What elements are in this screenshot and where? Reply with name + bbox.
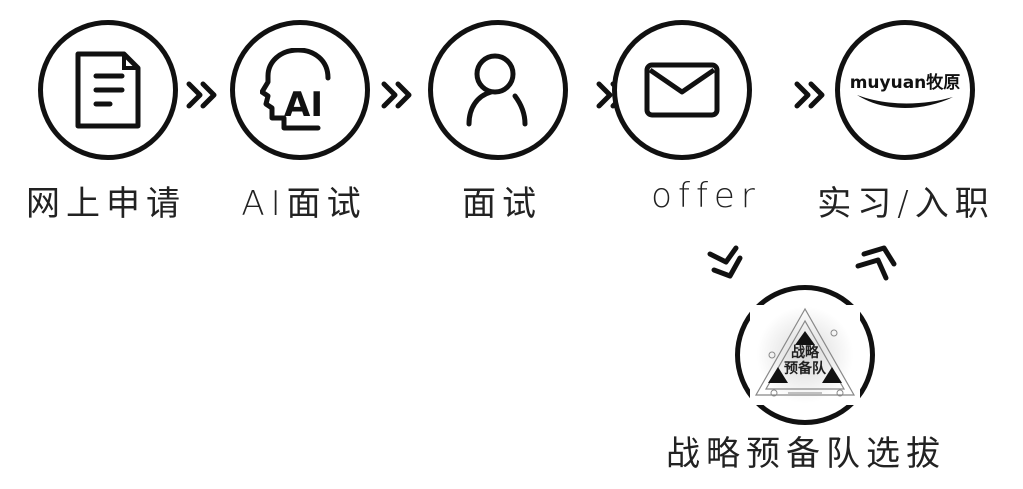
double-chevron-down-icon xyxy=(707,245,743,279)
muyuan-logo: muyuan牧原 xyxy=(849,68,961,113)
branch-label: 战略预备队选拔 xyxy=(666,434,946,474)
double-chevron-right-icon xyxy=(381,81,412,109)
logo-line-1: 战略 xyxy=(791,345,819,361)
double-chevron-right-icon xyxy=(186,81,217,109)
step-online-application-node xyxy=(38,20,178,160)
step-label: offer xyxy=(651,176,761,216)
ai-head-icon: AI xyxy=(260,48,331,131)
strategic-reserve-node: 战略 预备队 xyxy=(735,285,875,425)
step-internship-onboarding-node: muyuan牧原 xyxy=(835,20,975,160)
envelope-icon xyxy=(644,62,720,118)
muyuan-logo-text: muyuan牧原 xyxy=(849,72,961,93)
person-icon xyxy=(466,53,528,127)
step-ai-interview-node: AI xyxy=(230,20,370,160)
step-label: 网上申请 xyxy=(26,184,186,224)
strategic-reserve-logo: 战略 预备队 xyxy=(750,305,860,405)
step-label: AI面试 xyxy=(241,184,367,224)
double-chevron-up-icon xyxy=(855,245,897,281)
double-chevron-right-icon xyxy=(794,81,825,109)
step-label: 实习/入职 xyxy=(817,184,995,224)
step-label: 面试 xyxy=(462,184,542,224)
logo-line-2: 预备队 xyxy=(784,361,826,377)
step-interview-node xyxy=(428,20,568,160)
svg-text:AI: AI xyxy=(284,85,323,125)
document-icon xyxy=(75,51,141,129)
step-offer-node xyxy=(612,20,752,160)
